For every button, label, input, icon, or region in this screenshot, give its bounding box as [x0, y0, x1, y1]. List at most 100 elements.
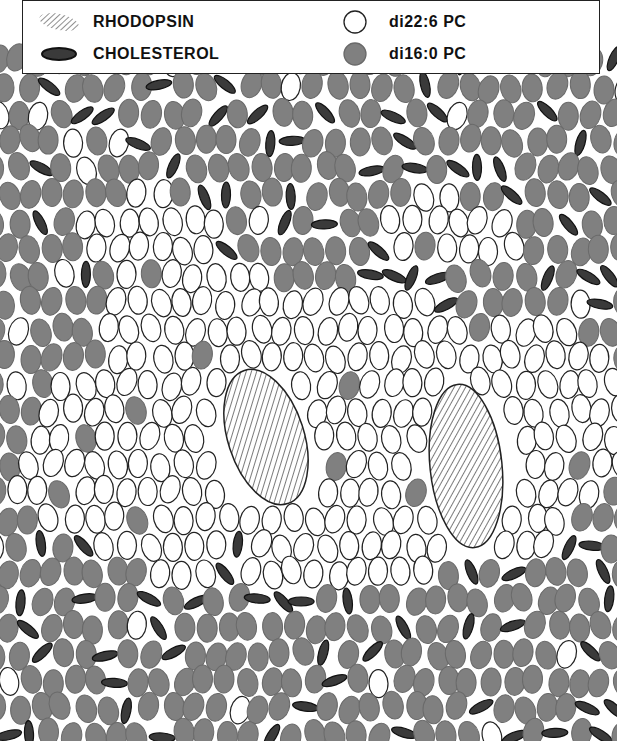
di22-6-pc-lipid [532, 420, 556, 451]
di16-0-pc-lipid [62, 610, 84, 640]
di22-6-pc-lipid [404, 422, 430, 454]
di16-0-pc-lipid [139, 99, 164, 130]
cholesterol-molecule [206, 103, 230, 129]
di16-0-pc-lipid [369, 72, 395, 104]
cholesterol-molecule [462, 558, 480, 585]
di22-6-pc-lipid [185, 205, 206, 235]
di16-0-pc-lipid [324, 451, 349, 482]
di16-0-pc-lipid [360, 585, 380, 613]
di22-6-pc-lipid [379, 204, 402, 234]
di16-0-pc-lipid [37, 556, 64, 588]
di16-0-pc-lipid [95, 583, 115, 611]
di16-0-pc-lipid [348, 236, 371, 266]
di22-6-pc-lipid [162, 423, 186, 454]
di16-0-pc-lipid [42, 178, 62, 206]
di22-6-pc-lipid [153, 232, 174, 261]
di16-0-pc-lipid [204, 692, 229, 723]
di16-0-pc-lipid [190, 340, 214, 371]
di16-0-pc-lipid [0, 559, 21, 591]
di16-0-pc-lipid [588, 123, 614, 155]
di16-0-pc-lipid [172, 717, 196, 741]
di22-6-pc-lipid [94, 475, 113, 503]
di16-0-pc-lipid [390, 178, 412, 207]
di22-6-pc-lipid [86, 233, 107, 262]
di16-0-pc-lipid [174, 126, 197, 156]
di16-0-pc-lipid [65, 664, 87, 693]
di22-6-pc-lipid [334, 421, 357, 452]
di22-6-pc-lipid [434, 339, 459, 371]
di16-0-pc-lipid [80, 73, 106, 105]
di16-0-pc-lipid [38, 341, 66, 374]
di16-0-pc-lipid [467, 257, 494, 290]
di22-6-pc-lipid [384, 314, 405, 343]
di16-0-pc-lipid [46, 689, 74, 722]
di16-0-pc-lipid [244, 694, 270, 726]
cholesterol-molecule [586, 297, 613, 311]
cholesterol-molecule [313, 100, 337, 125]
cholesterol-molecule [91, 649, 118, 663]
di16-0-pc-lipid [601, 535, 617, 563]
di16-0-pc-lipid [345, 182, 368, 212]
di22-6-pc-lipid [258, 287, 279, 316]
di16-0-pc-lipid [85, 126, 109, 157]
di16-0-pc-lipid [0, 290, 16, 320]
di22-6-pc-lipid [525, 450, 545, 479]
di22-6-pc-lipid [175, 342, 194, 370]
di16-0-pc-lipid [118, 99, 140, 128]
cholesterol-molecule [30, 209, 50, 236]
di22-6-pc-lipid [416, 505, 439, 536]
di22-6-pc-lipid [437, 234, 457, 263]
di16-0-pc-lipid [163, 691, 186, 721]
di16-0-pc-lipid [101, 72, 129, 105]
di16-0-pc-lipid [566, 449, 594, 482]
di22-6-pc-lipid [138, 531, 165, 564]
di16-0-pc-lipid [0, 643, 5, 671]
cholesterol-molecule [279, 136, 305, 146]
di22-6-pc-lipid [172, 561, 191, 589]
di16-0-pc-lipid [19, 664, 44, 696]
di16-0-pc-lipid [611, 667, 617, 699]
di16-0-pc-lipid [96, 695, 122, 727]
di22-6-pc-lipid [554, 638, 580, 670]
di22-6-pc-lipid [530, 313, 556, 345]
di16-0-pc-lipid [350, 70, 371, 99]
di16-0-pc-lipid [403, 477, 430, 509]
di22-6-pc-lipid [379, 529, 403, 560]
di16-0-pc-lipid [137, 151, 160, 181]
di22-6-pc-lipid [278, 554, 304, 586]
di16-0-pc-lipid [225, 151, 253, 184]
di22-6-pc-lipid [0, 666, 21, 697]
di22-6-pc-lipid [128, 449, 148, 478]
di22-6-pc-lipid [502, 230, 527, 262]
cholesterol-molecule [491, 155, 509, 182]
di22-6-pc-lipid [368, 557, 388, 586]
cholesterol-molecule [119, 697, 133, 724]
di22-6-pc-lipid [489, 368, 515, 400]
di16-0-pc-lipid [73, 693, 99, 725]
di22-6-pc-lipid [356, 422, 380, 453]
di16-0-pc-lipid [360, 99, 382, 128]
cholesterol-molecule [535, 99, 560, 124]
di22-6-pc-lipid [103, 285, 129, 317]
di16-0-pc-lipid [600, 96, 617, 129]
di16-0-pc-lipid [315, 691, 340, 722]
di16-0-pc-lipid [17, 506, 37, 534]
di22-6-pc-lipid [63, 129, 83, 158]
di22-6-pc-lipid [413, 556, 434, 585]
di16-0-pc-lipid [292, 100, 314, 130]
cholesterol-molecule [425, 101, 450, 125]
di16-0-pc-lipid [234, 232, 262, 265]
di16-0-pc-lipid [347, 664, 369, 693]
di22-6-pc-lipid [65, 505, 85, 534]
di16-0-pc-lipid [0, 125, 22, 155]
di16-0-pc-lipid [610, 612, 617, 644]
di16-0-pc-lipid [521, 608, 549, 641]
di22-6-pc-lipid [0, 533, 4, 562]
di22-6-pc-lipid [380, 480, 402, 510]
di22-6-pc-lipid [172, 448, 196, 479]
di16-0-pc-lipid [399, 637, 423, 668]
cholesterol-molecule [164, 152, 183, 179]
di16-0-pc-lipid [283, 610, 306, 640]
di16-0-pc-lipid [596, 639, 617, 672]
cholesterol-molecule [559, 534, 578, 561]
